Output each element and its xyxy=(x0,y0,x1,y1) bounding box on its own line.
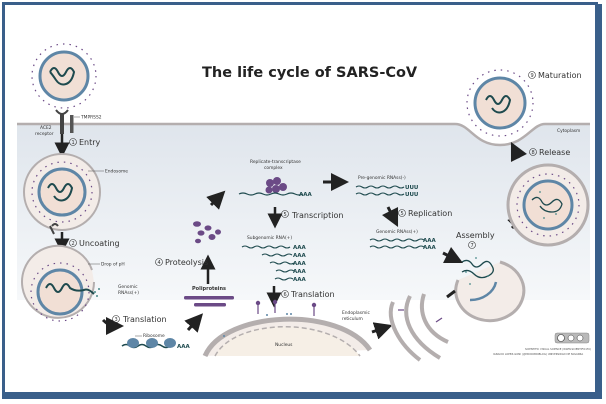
genomic-rna-label-line1: Genomic xyxy=(118,284,138,290)
step-1-number: 1 xyxy=(72,140,75,146)
step-3-label: Translation xyxy=(122,315,167,324)
cytoplasm-label: Cytoplasm xyxy=(557,128,580,134)
step-5b-badge xyxy=(398,209,406,217)
step-5b-label: Replication xyxy=(408,209,452,218)
release-vesicle xyxy=(506,163,590,247)
assembly-label: Assembly xyxy=(456,231,495,240)
step-7-badge xyxy=(468,241,476,249)
step-2-label: Uncoating xyxy=(79,239,120,248)
to-rtc-arrow xyxy=(206,190,226,210)
step-1-badge xyxy=(69,138,77,146)
polyprotein-bar-short xyxy=(194,303,226,307)
step-9-label: Maturation xyxy=(538,71,582,80)
step-9-badge xyxy=(528,71,536,79)
er-label-line2: reticulum xyxy=(342,316,363,322)
step-5a-number: 5 xyxy=(284,212,287,218)
protein-fragments xyxy=(193,221,221,244)
translation-arrow-in xyxy=(101,316,124,335)
endosome-label: Endosome xyxy=(105,169,128,175)
subgenomic-polya-2: AAA xyxy=(293,253,307,259)
tmprss2-protein xyxy=(70,115,74,133)
step-8-number: 8 xyxy=(532,150,535,156)
assembly-vesicle xyxy=(454,257,526,323)
nucleus-er xyxy=(202,299,373,358)
uncoating-virion xyxy=(21,244,100,322)
genomic-plus-polya-2: AAA xyxy=(423,245,437,251)
step-2-number: 2 xyxy=(72,241,75,247)
frame-shadow-bottom xyxy=(2,395,602,399)
step-4-label: Proteolysis xyxy=(165,258,208,267)
to-golgi-arrow xyxy=(371,322,393,340)
release-arrow xyxy=(510,141,528,163)
golgi-spike xyxy=(435,317,443,323)
step-5a-label: Transcription xyxy=(291,211,343,220)
subgenomic-polya-1: AAA xyxy=(293,245,307,251)
ribosome-polya-tail: AAA xyxy=(177,344,191,350)
polyprotein-bar-long xyxy=(184,296,234,300)
step-6-label: Translation xyxy=(290,290,335,299)
er-label-line1: Endoplasmic xyxy=(342,310,371,316)
ace2-label-line1: ACE2 xyxy=(40,125,52,131)
step-2-badge xyxy=(69,239,77,247)
to-assembly-arrow xyxy=(442,246,464,264)
step-4-badge xyxy=(155,258,163,266)
step-8-badge xyxy=(529,148,537,156)
license-badge[interactable] xyxy=(554,332,590,344)
ace2-label-line2: receptor xyxy=(35,131,54,137)
mature-virion xyxy=(466,69,534,137)
golgi-vesicles xyxy=(388,293,449,362)
step-4-number: 4 xyxy=(158,260,161,266)
ace2-receptor xyxy=(55,109,69,134)
step-3-number: 3 xyxy=(115,317,118,323)
polyproteins-label: Poliproteins xyxy=(192,286,226,292)
virion-entry xyxy=(31,43,97,109)
step-1-label: Entry xyxy=(79,138,101,147)
credit-line-1: SCIENTIFIC VISUAL SCIENCE (WWW.SCIENTIFI… xyxy=(525,347,591,351)
cell-membrane xyxy=(17,122,590,147)
step-7-number: 7 xyxy=(471,243,474,249)
genomic-rna-label-line2: RNAss(+) xyxy=(118,290,139,296)
golgi-to-assembly-arrow xyxy=(446,289,456,299)
tmprss2-label: TMPRSS2 xyxy=(80,115,102,121)
genomic-plus-polya-1: AAA xyxy=(423,238,437,244)
rtc-label-line2: complex xyxy=(264,165,283,171)
subgenomic-polya-3: AAA xyxy=(293,261,307,267)
pregenomic-label: Pre-genomic RNAss(-) xyxy=(358,175,406,181)
genomic-plus-rnas xyxy=(369,238,425,249)
step-9-number: 9 xyxy=(531,73,534,79)
step-5b-number: 5 xyxy=(401,211,404,217)
ribosome-label: Ribosome xyxy=(143,333,165,339)
drop-of-ph-label: Drop of pH xyxy=(101,262,125,268)
endosome-virion xyxy=(23,153,101,235)
nucleus-label: Nucleus xyxy=(275,342,293,348)
step-8-label: Release xyxy=(539,148,570,157)
step-5a-badge xyxy=(281,210,289,218)
rtc-polya-tail: AAA xyxy=(299,192,313,198)
to-polyproteins-arrow xyxy=(184,313,204,333)
pregenomic-uuu-1: UUU xyxy=(405,185,418,191)
rtc-label-line1: Replicate-transcriptase xyxy=(250,159,301,165)
subgenomic-polya-4: AAA xyxy=(293,269,307,275)
step-3-badge xyxy=(112,315,120,323)
step-6-badge xyxy=(281,290,289,298)
replicase-complex xyxy=(265,177,287,194)
replication-arrow xyxy=(381,206,399,228)
pregenomic-rnas xyxy=(355,185,405,196)
subgenomic-rnas xyxy=(241,245,295,281)
subgenomic-label: Subgenomic RNA(+) xyxy=(247,235,292,241)
pregenomic-uuu-2: UUU xyxy=(405,192,418,198)
rtc-rna-strand xyxy=(238,192,304,196)
frame-shadow-right xyxy=(598,4,602,398)
genomic-plus-label: Genomic RNAss(+) xyxy=(376,229,418,235)
diagram-title: The life cycle of SARS-CoV xyxy=(202,65,418,81)
credit-line-2: IGNACIO LOPEZ-GONI (@MICROBIOBLOG) UNIVE… xyxy=(493,352,583,356)
step-6-number: 6 xyxy=(284,292,287,298)
ribosome-mrna xyxy=(121,338,176,349)
subgenomic-polya-5: AAA xyxy=(293,277,307,283)
